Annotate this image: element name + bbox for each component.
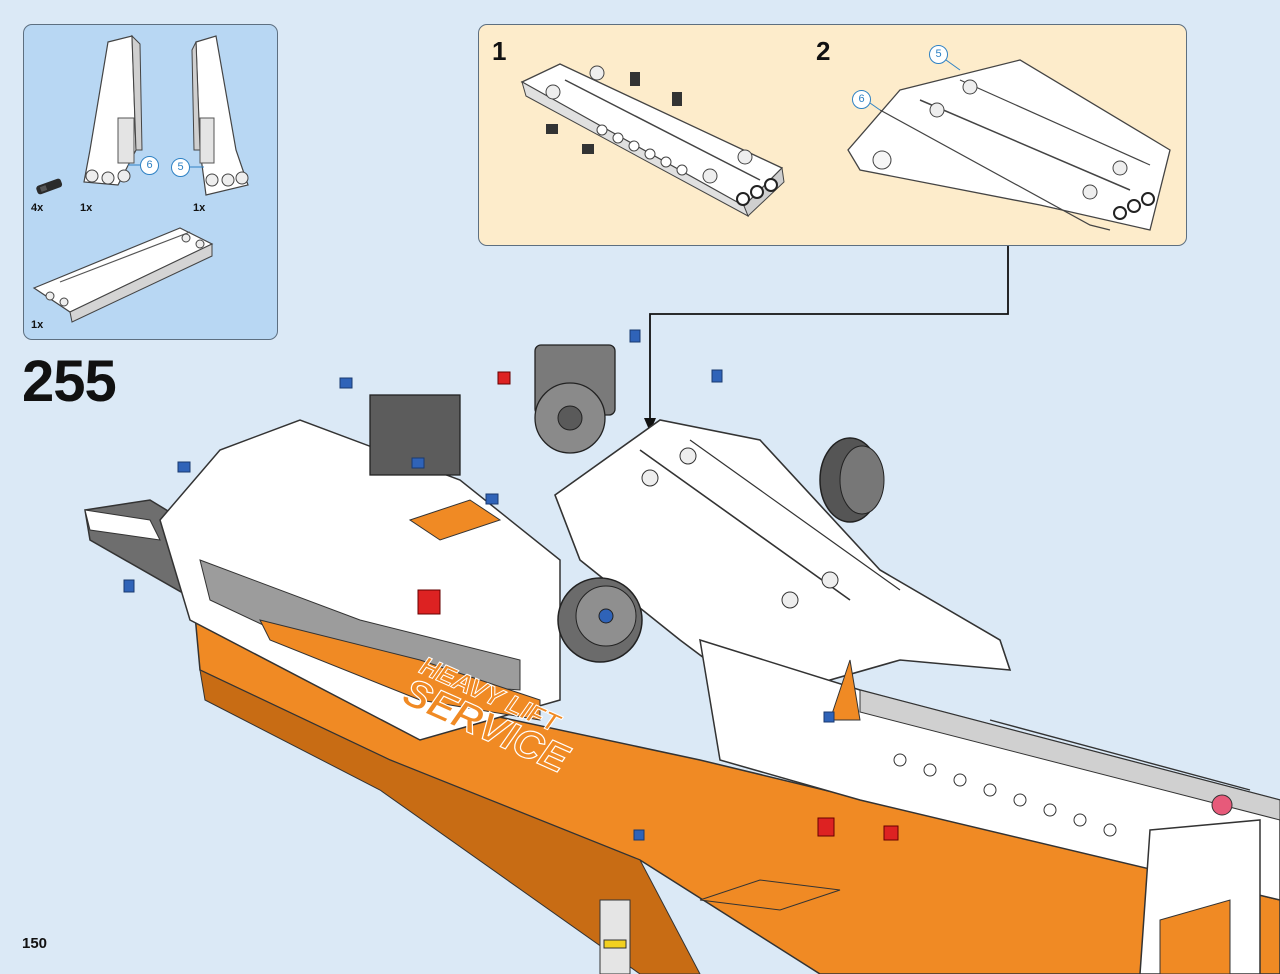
part-qty-beam-panel: 1x: [31, 319, 44, 331]
part-callout-5: 5: [171, 158, 190, 177]
panel-fairing-right-part: [83, 34, 143, 186]
placement-arrow: [644, 246, 1009, 432]
substep-1-assembly: [520, 63, 785, 218]
substep-1-number: 1: [492, 36, 507, 66]
axle-connector-pin-part: [36, 178, 63, 195]
step-number: 255: [22, 349, 117, 414]
main-model-assembly: [84, 329, 1280, 974]
page-number: 150: [22, 935, 48, 952]
part-qty-axle-pin: 4x: [31, 202, 44, 214]
substep-callout-5: 5: [929, 45, 948, 64]
substep-2-assembly: [847, 59, 1171, 231]
panel-fairing-left-part: [191, 35, 249, 196]
part-qty-right-fairing: 1x: [80, 202, 93, 214]
part-qty-left-fairing: 1x: [193, 202, 206, 214]
substep-callout-6: 6: [852, 90, 871, 109]
beam-panel-part: [32, 227, 214, 323]
part-callout-6: 6: [140, 156, 159, 175]
substep-2-number: 2: [816, 36, 831, 66]
